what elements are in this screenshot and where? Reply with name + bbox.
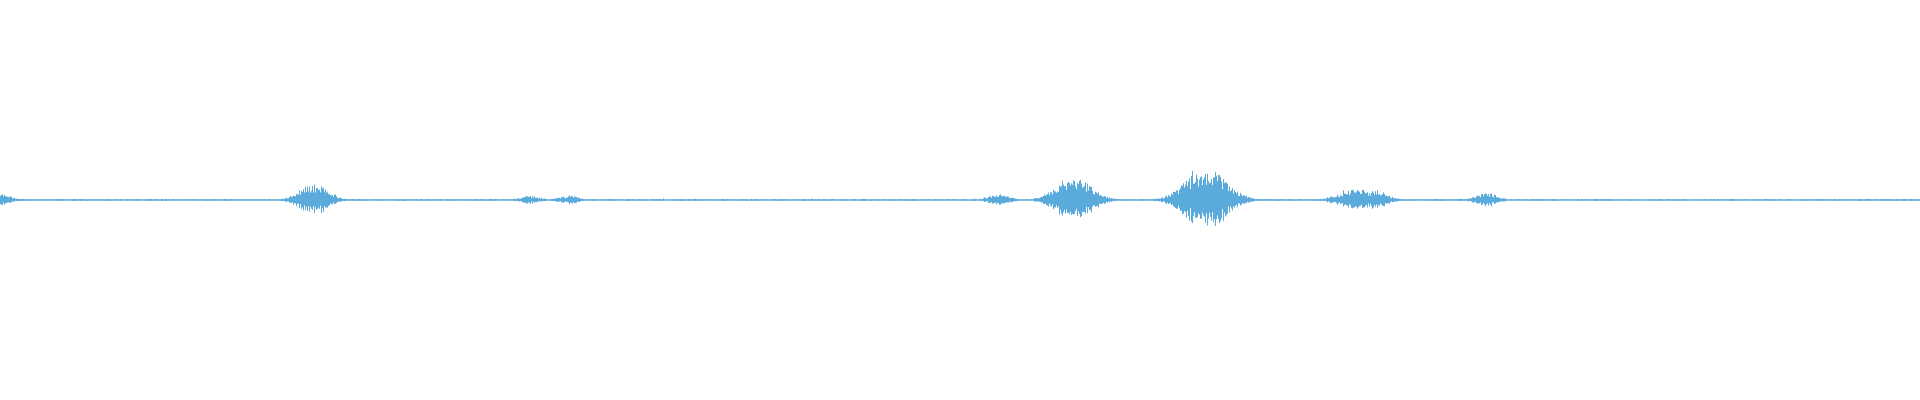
- waveform-samples: [0, 170, 1920, 227]
- waveform-trace: [0, 170, 1920, 227]
